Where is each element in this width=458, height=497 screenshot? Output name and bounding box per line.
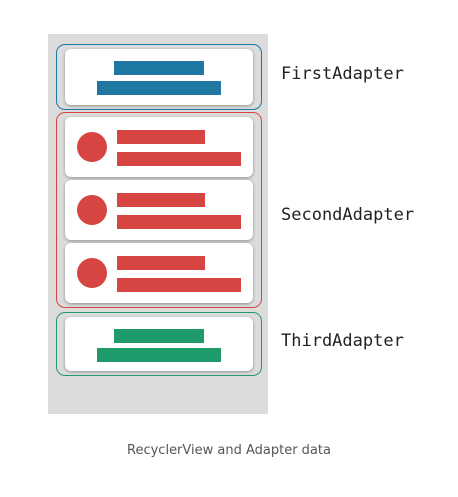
avatar-icon [77,195,107,225]
figure-caption: RecyclerView and Adapter data [127,443,331,458]
first-adapter-label: FirstAdapter [281,64,404,84]
avatar-icon [77,258,107,288]
item-subtitle-bar [97,348,221,363]
item-title-bar [114,328,204,343]
item-subtitle-bar [117,278,241,292]
list-item-card [65,49,253,105]
item-subtitle-bar [97,81,221,96]
second-adapter-group [56,112,262,308]
item-subtitle-bar [117,215,241,229]
list-item-card [65,317,253,371]
avatar-icon [77,132,107,162]
first-adapter-group [56,44,262,110]
second-adapter-label: SecondAdapter [281,205,415,225]
item-subtitle-bar [117,152,241,166]
item-title-bar [117,130,205,144]
item-title-bar [114,61,204,76]
item-title-bar [117,256,205,270]
third-adapter-label: ThirdAdapter [281,331,404,351]
third-adapter-group [56,312,262,376]
item-title-bar [117,193,205,207]
